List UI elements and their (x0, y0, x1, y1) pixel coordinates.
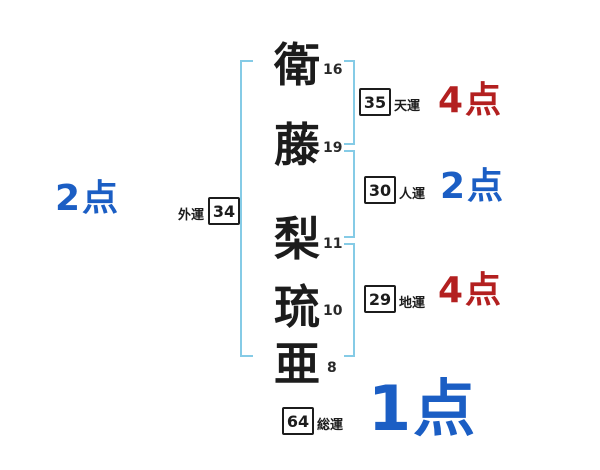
outer-value-box: 34 (208, 197, 240, 225)
outer-bracket-tick-bottom (240, 355, 253, 357)
earth-value-box: 29 (364, 285, 396, 313)
person-bracket-line (353, 150, 355, 238)
outer-bracket-line (240, 60, 242, 357)
person-score: 2点 (440, 166, 506, 207)
outer-label: 外運 (178, 208, 205, 223)
total-score: 1点 (368, 372, 478, 445)
outer-score: 2点 (55, 178, 121, 219)
stroke-count: 16 (323, 62, 343, 78)
heaven-bracket-tick-bottom (344, 143, 355, 145)
total-label: 総運 (317, 418, 344, 433)
name-char: 琉 (274, 280, 320, 334)
name-char: 亜 (274, 337, 320, 391)
heaven-label: 天運 (394, 99, 421, 114)
outer-bracket-tick-top (240, 60, 253, 62)
earth-bracket-tick-top (344, 243, 355, 245)
heaven-score: 4点 (438, 80, 504, 121)
earth-score: 4点 (438, 270, 504, 311)
stroke-count: 10 (323, 303, 343, 319)
person-value-box: 30 (364, 176, 396, 204)
stroke-count: 19 (323, 140, 343, 156)
earth-bracket-tick-bottom (344, 355, 355, 357)
stroke-count: 8 (327, 360, 337, 376)
total-value-box: 64 (282, 407, 314, 435)
earth-label: 地運 (399, 296, 426, 311)
heaven-value-box: 35 (359, 88, 391, 116)
name-char: 藤 (274, 118, 320, 172)
person-bracket-tick-bottom (344, 236, 355, 238)
person-label: 人運 (399, 187, 426, 202)
heaven-bracket-line (353, 60, 355, 145)
name-char: 梨 (274, 212, 320, 266)
stroke-count: 11 (323, 236, 343, 252)
heaven-bracket-tick-top (344, 60, 355, 62)
person-bracket-tick-top (344, 150, 355, 152)
earth-bracket-line (353, 243, 355, 357)
name-char: 衛 (274, 38, 320, 92)
